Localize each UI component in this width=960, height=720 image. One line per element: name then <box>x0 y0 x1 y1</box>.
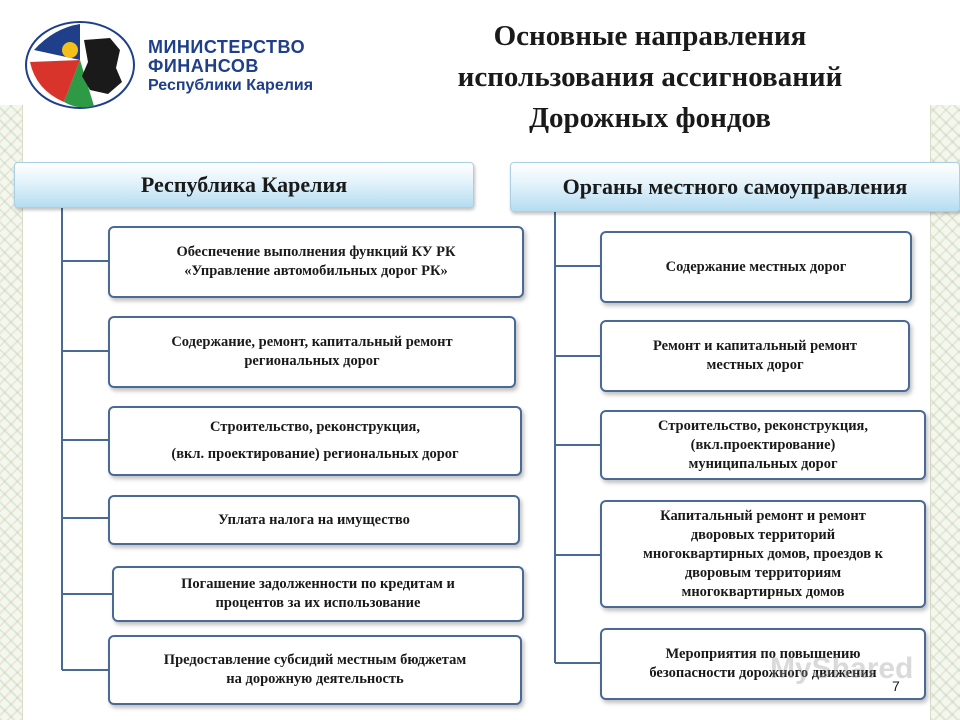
left-item-3-line1: Строительство, реконструкция, <box>209 419 421 435</box>
left-item-4-line1: Уплата налога на имущество <box>218 511 410 528</box>
right-item-5: Мероприятия по повышению безопасности до… <box>600 628 926 700</box>
left-column-header: Республика Карелия <box>14 162 474 208</box>
ministry-name-line3: Республики Карелия <box>148 77 314 94</box>
right-item-1-line1: Содержание местных дорог <box>665 258 847 275</box>
right-item-2: Ремонт и капитальный ремонт местных доро… <box>600 320 910 392</box>
ministry-name-line1: МИНИСТЕРСТВО <box>148 37 306 57</box>
left-item-2: Содержание, ремонт, капитальный ремонт р… <box>108 316 516 388</box>
right-item-2-line2: местных дорог <box>706 357 804 373</box>
left-item-4: Уплата налога на имущество <box>108 495 520 545</box>
left-item-2-line1: Содержание, ремонт, капитальный ремонт <box>171 334 453 350</box>
right-item-4-line4: дворовым территориям <box>684 564 842 581</box>
page-title-line2: использования ассигнований <box>457 61 843 93</box>
page-number: 7 <box>892 678 900 694</box>
right-item-4-line1: Капитальный ремонт и ремонт <box>660 507 866 524</box>
right-item-1: Содержание местных дорог <box>600 231 912 303</box>
watermark-logo: MyShared <box>770 652 914 685</box>
right-item-4-line5: многоквартирных домов <box>681 583 845 600</box>
left-item-5-line2: процентов за их использование <box>215 595 421 611</box>
left-item-5-line1: Погашение задолженности по кредитам и <box>181 576 455 592</box>
left-item-2-line2: региональных дорог <box>244 353 380 369</box>
left-ornament-border <box>0 105 23 720</box>
left-item-5: Погашение задолженности по кредитам и пр… <box>112 566 524 622</box>
left-item-3: Строительство, реконструкция, (вкл. прое… <box>108 406 522 476</box>
right-item-3-line2: (вкл.проектирование) <box>690 436 836 453</box>
right-item-5-line2: безопасности дорожного движения <box>649 665 877 681</box>
page-title-line1: Основные направления <box>493 20 807 52</box>
right-item-4-line3: многоквартирных домов, проездов к <box>642 545 884 562</box>
left-item-1-line1: Обеспечение выполнения функций КУ РК <box>176 244 456 260</box>
left-item-6-line1: Предоставление субсидий местным бюджетам <box>163 652 467 668</box>
right-item-2-line1: Ремонт и капитальный ремонт <box>652 338 858 354</box>
left-item-6: Предоставление субсидий местным бюджетам… <box>108 635 522 705</box>
right-item-4: Капитальный ремонт и ремонт дворовых тер… <box>600 500 926 608</box>
left-item-6-line2: на дорожную деятельность <box>226 671 404 687</box>
left-item-3-line2: (вкл. проектирование) региональных дорог <box>171 446 459 462</box>
left-item-1-line2: «Управление автомобильных дорог РК» <box>184 263 448 279</box>
left-item-1: Обеспечение выполнения функций КУ РК «Уп… <box>108 226 524 298</box>
page-title: Основные направления использования ассиг… <box>410 16 890 139</box>
ministry-name-line2: ФИНАНСОВ <box>148 56 259 76</box>
page-title-line3: Дорожных фондов <box>529 102 771 134</box>
right-item-4-line2: дворовых территорий <box>690 526 836 543</box>
right-item-3-line1: Строительство, реконструкция, <box>657 417 869 434</box>
ministry-emblem-icon <box>25 21 135 109</box>
right-item-5-line1: Мероприятия по повышению <box>665 646 861 662</box>
right-item-3-line3: муниципальных дорог <box>688 455 838 472</box>
ministry-name: МИНИСТЕРСТВО ФИНАНСОВ Республики Карелия <box>148 38 313 95</box>
right-item-3: Строительство, реконструкция, (вкл.проек… <box>600 410 926 480</box>
right-column-header: Органы местного самоуправления <box>510 162 960 212</box>
